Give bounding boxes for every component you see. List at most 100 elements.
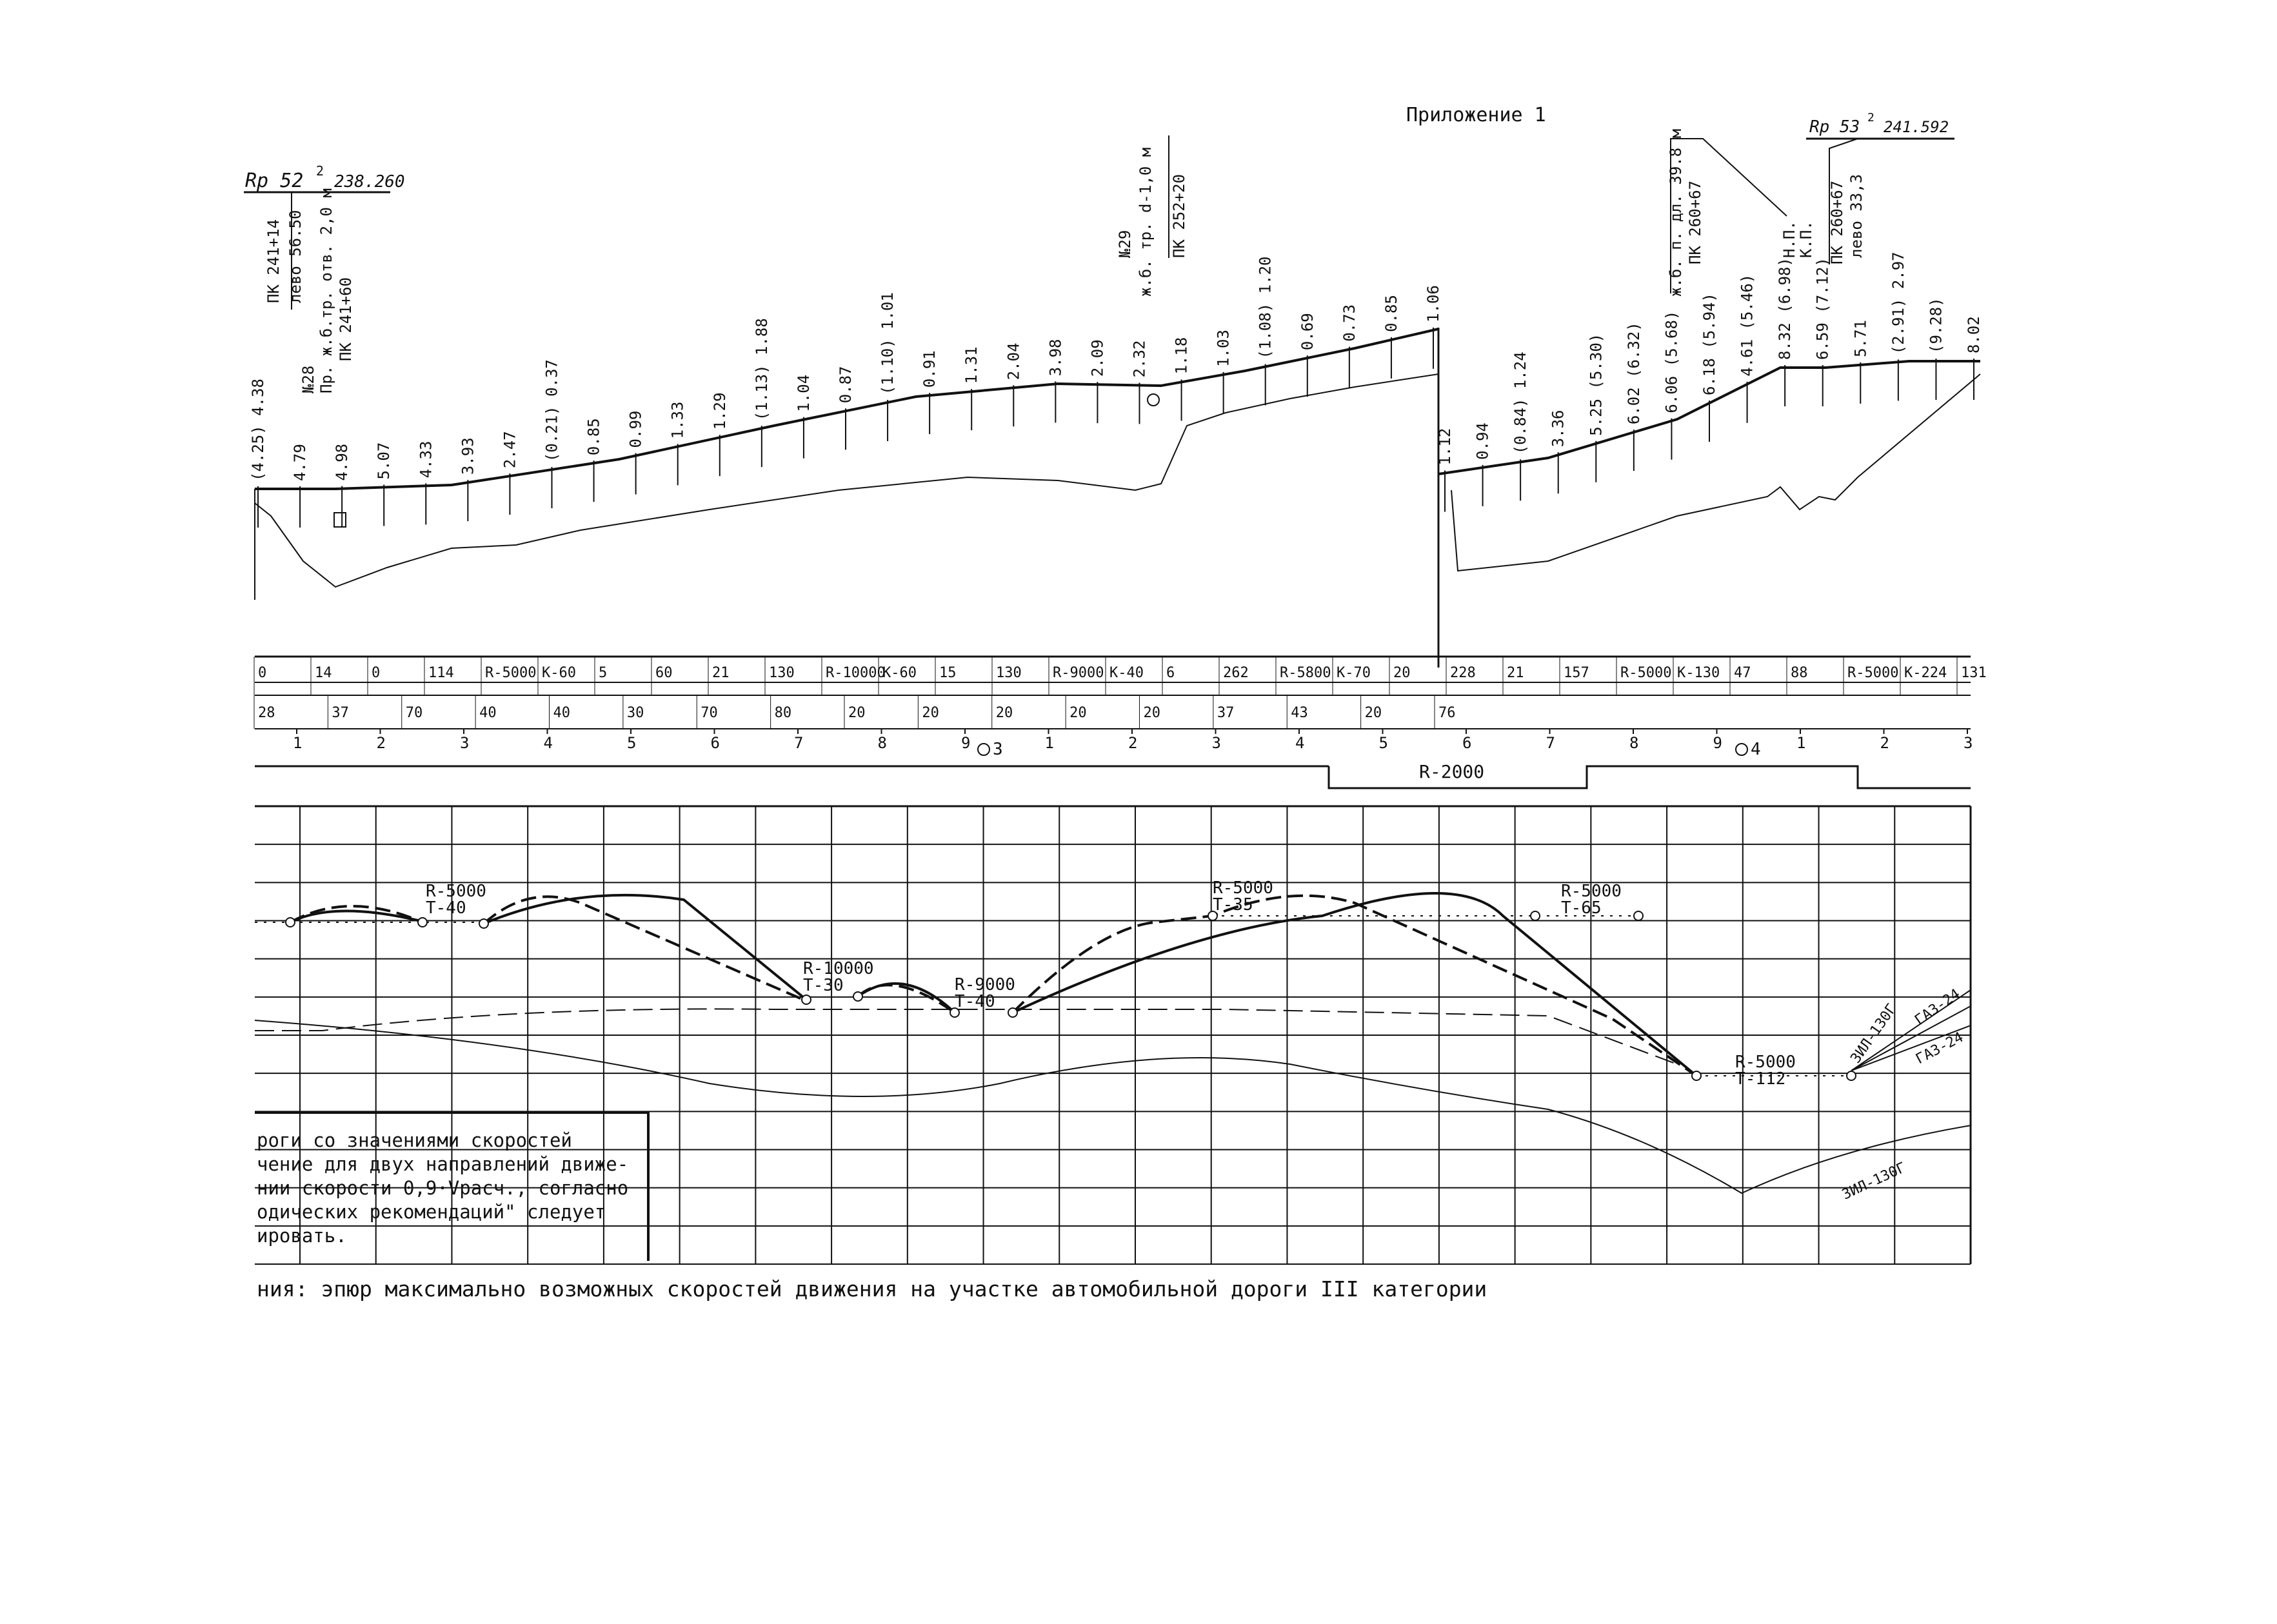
gradient-value: К-70 (1337, 665, 1371, 681)
km-label: 1 (1045, 734, 1054, 752)
height-value: 1.03 (1215, 330, 1233, 367)
km-label: 9 (1713, 734, 1722, 752)
gradient-value: 20 (1393, 665, 1411, 681)
annotation-left-line: №28 (299, 366, 317, 393)
height-value: 4.98 (333, 444, 351, 481)
gradient-value: 60 (655, 665, 673, 681)
profile-segment-left (254, 328, 1440, 668)
speed-point (1846, 1071, 1856, 1081)
km-label: 8 (1629, 734, 1638, 752)
annotation-left: ПК 241+14 лево 56.50 №28 Пр. ж.б.тр. отв… (264, 188, 355, 393)
curve-tangent-label: T-112 (1735, 1069, 1785, 1089)
speed-curves (254, 892, 1971, 1194)
annotation-right-line: ж.б. п. дл. 39.8 м (1667, 129, 1685, 297)
speed-curve-reduced (255, 1008, 1678, 1065)
km-label: 8 (878, 734, 887, 752)
curve-radius-label: R-10000 (803, 959, 874, 978)
gradient-value: R-10000 (826, 665, 886, 681)
distance-value: 70 (406, 705, 423, 721)
profile-segment-right (1438, 360, 1981, 572)
height-value: 0.91 (920, 350, 939, 388)
annotation-right: ж.б. п. дл. 39.8 м ПК 260+67 Н.П. К.П. П… (1667, 129, 1865, 297)
ground-line-left (254, 373, 1439, 588)
speed-curve-backward (290, 894, 1698, 1077)
km-post-label: 3 (993, 740, 1003, 759)
annotation-left-line: ПК 241+14 (264, 219, 283, 303)
speed-curve-vehicle (1851, 989, 1971, 1071)
gradient-value: 21 (712, 665, 730, 681)
gradient-value: 262 (1223, 665, 1249, 681)
gradient-value: 130 (769, 665, 795, 681)
gradient-value: R-5000 (1620, 665, 1671, 681)
speed-point (1208, 911, 1218, 921)
curve-tangent-label: T-40 (426, 898, 466, 918)
annotation-left-line: лево 56.50 (286, 210, 304, 304)
benchmark-right-sup: 2 (1867, 111, 1874, 124)
km-label: 6 (711, 734, 720, 752)
distance-value: 20 (1144, 705, 1161, 721)
km-label: 7 (794, 734, 803, 752)
gradient-value: 88 (1791, 665, 1808, 681)
annotation-middle-line: ж.б. тр. d-1,0 м (1137, 148, 1155, 297)
height-value: 2.04 (1004, 342, 1022, 380)
pipe-marker (333, 512, 346, 528)
height-value: 2.47 (501, 431, 519, 468)
height-value: (9.28) (1927, 297, 1945, 353)
gradient-value: R-5000 (1847, 665, 1898, 681)
design-grade-line-left (255, 328, 1439, 490)
height-value: (0.21) 0.37 (543, 359, 561, 462)
ground-line-right (1451, 373, 1981, 572)
distance-value: 37 (332, 705, 349, 721)
benchmark-left-label: Rр 52 (245, 170, 303, 192)
annotation-right-line: Н.П. (1780, 221, 1798, 258)
benchmark-right: Rр 53 2 241.592 (1806, 111, 1954, 140)
benchmark-right-label: Rр 53 (1809, 117, 1860, 137)
distance-value: 20 (848, 705, 866, 721)
km-label: 6 (1462, 734, 1471, 752)
curve-tangent-label: T-65 (1561, 898, 1602, 918)
curve-tangent-label: T-35 (1213, 895, 1253, 915)
height-value: 0.94 (1474, 422, 1492, 460)
gradient-value: 131 (1961, 665, 1987, 681)
speed-point (417, 917, 428, 927)
km-label: 3 (1964, 734, 1973, 752)
gradient-value: К-40 (1109, 665, 1144, 681)
distance-value: 40 (553, 705, 571, 721)
benchmark-left: Rр 52 2 238.260 (244, 163, 405, 193)
height-value: (2.91) 2.97 (1889, 252, 1907, 354)
distance-value: 43 (1291, 705, 1308, 721)
vehicle-label: ЗИЛ-130Г (1847, 1001, 1900, 1066)
distance-value: 20 (1069, 705, 1087, 721)
height-value: 2.32 (1131, 341, 1149, 378)
legend-line: роги со значениями скоростей (257, 1129, 572, 1151)
legend-line: нии скорости 0,9·Vрасч., согласно (257, 1177, 628, 1199)
height-value: 2.09 (1088, 339, 1106, 377)
annotation-right-line: К.П. (1797, 221, 1815, 258)
height-value: (4.25) 4.38 (249, 379, 267, 481)
height-value: 0.69 (1298, 313, 1317, 350)
gradient-value: К-224 (1904, 665, 1947, 681)
gradient-value: 0 (372, 665, 380, 681)
speed-point (285, 917, 295, 927)
gradient-value: 0 (258, 665, 266, 681)
height-value: 1.29 (711, 392, 729, 430)
distance-value: 80 (775, 705, 792, 721)
height-value: 1.18 (1173, 337, 1191, 375)
height-value: 0.87 (837, 366, 855, 403)
speed-point (1691, 1071, 1702, 1081)
distance-value: 30 (627, 705, 644, 721)
height-value: 8.02 (1965, 316, 1983, 353)
height-value: 4.79 (291, 444, 309, 481)
curve-radius-label: R-5000 (1213, 878, 1273, 898)
data-band: R-2000 (255, 655, 1971, 789)
legend-line: одических рекомендаций" следует (257, 1201, 606, 1223)
height-value: 5.71 (1851, 320, 1869, 357)
annotation-middle: №29 ж.б. тр. d-1,0 м ПК 252+20 (1116, 135, 1188, 297)
height-value: 1.06 (1424, 285, 1442, 322)
legend-line: ировать. (257, 1225, 347, 1247)
annotation-left-line: ПК 241+60 (337, 277, 355, 361)
distance-value: 20 (922, 705, 939, 721)
